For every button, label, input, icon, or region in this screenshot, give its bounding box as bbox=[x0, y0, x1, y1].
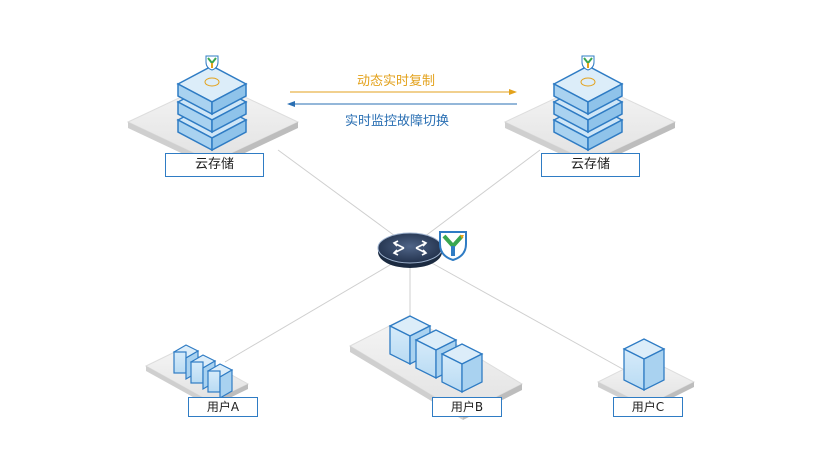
failover-arrow bbox=[287, 101, 517, 107]
shield-y-logo-icon bbox=[205, 55, 219, 71]
connection-lines bbox=[224, 149, 629, 373]
storage-stack-icon bbox=[552, 65, 624, 152]
cloud-storage-left bbox=[126, 55, 300, 168]
failover-label: 实时监控故障切换 bbox=[345, 114, 450, 129]
user-a-label: 用户A bbox=[188, 397, 258, 417]
user-c-label: 用户C bbox=[613, 397, 683, 417]
cloud-storage-left-label: 云存储 bbox=[165, 153, 264, 177]
link-cloud-right-hub bbox=[419, 149, 541, 241]
user-box-icon bbox=[622, 338, 666, 392]
cloud-storage-right bbox=[503, 55, 677, 168]
link-cloud-left-hub bbox=[277, 149, 411, 248]
shield-y-logo-icon bbox=[439, 231, 467, 262]
shield-y-logo-icon bbox=[581, 55, 595, 71]
user-box-icon bbox=[388, 315, 484, 394]
user-a-node bbox=[144, 344, 250, 407]
network-hub-icon bbox=[377, 232, 443, 268]
replication-arrow bbox=[290, 89, 517, 95]
storage-stack-icon bbox=[176, 65, 248, 152]
user-box-icon bbox=[172, 344, 234, 400]
replication-label: 动态实时复制 bbox=[357, 74, 436, 89]
cloud-storage-right-label: 云存储 bbox=[541, 153, 640, 177]
link-hub-user-c bbox=[429, 261, 629, 373]
link-hub-user-a bbox=[224, 261, 396, 363]
user-b-label: 用户B bbox=[432, 397, 502, 417]
